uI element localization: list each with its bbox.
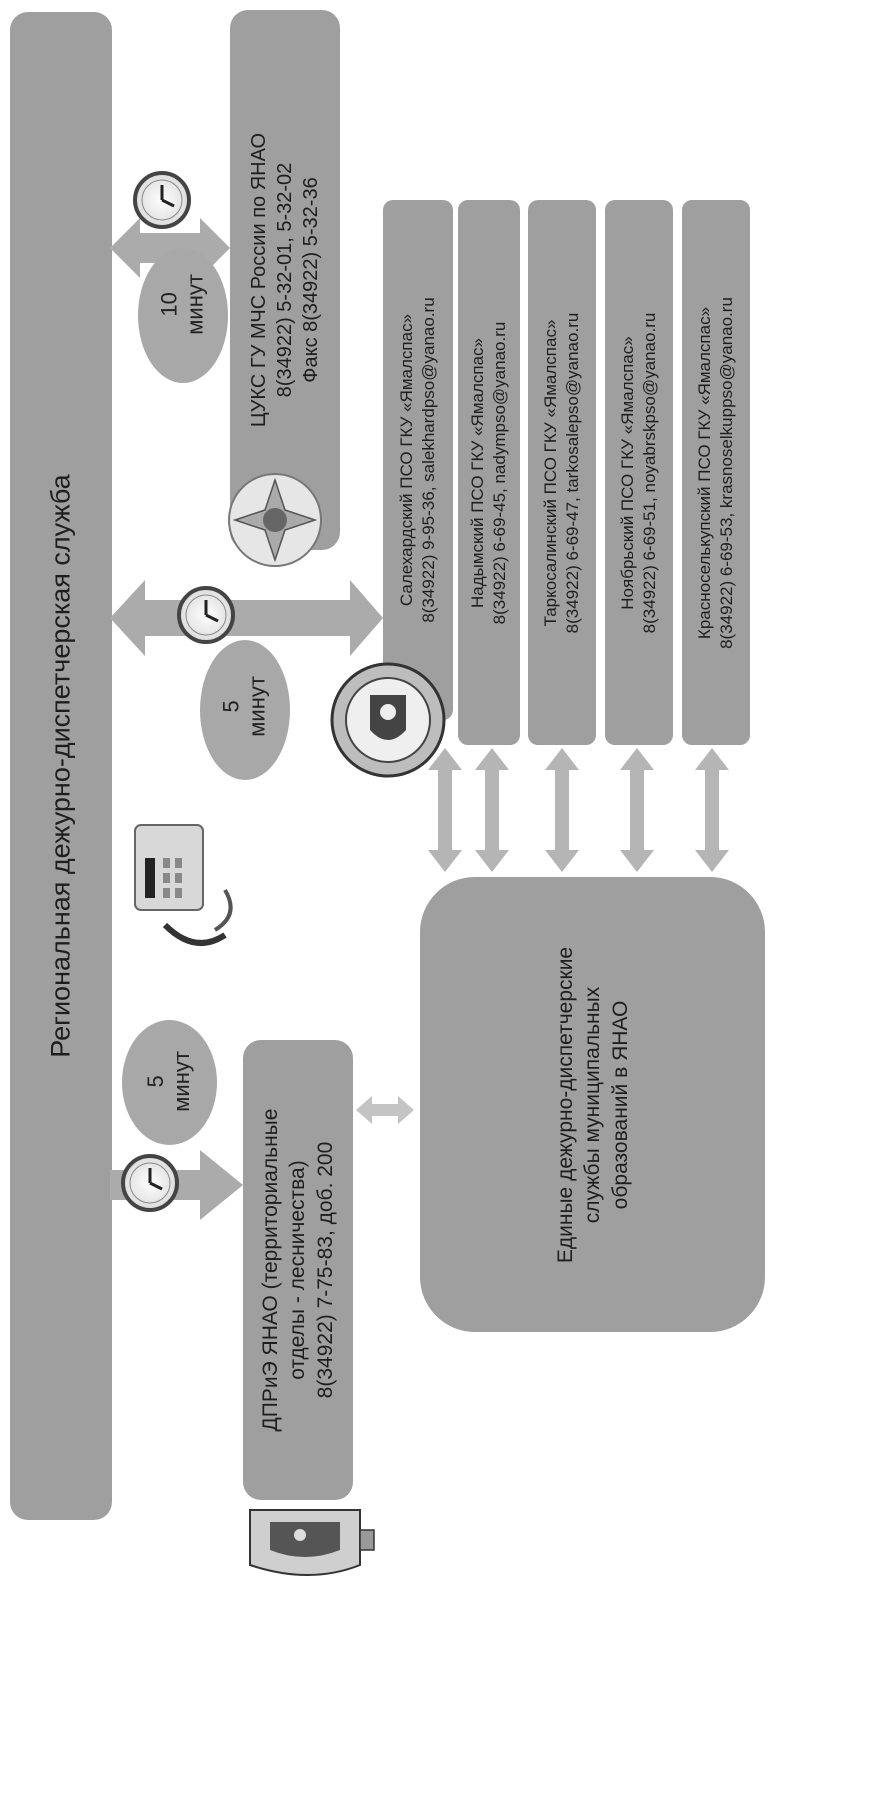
timer-value: 5 [218,700,244,713]
arrow-pso-edds [428,748,729,872]
arrow-dpriz-edds [356,1096,414,1124]
timer-oval [200,640,290,780]
pso-box-krasnoselkup: Красноселькупский ПСО ГКУ «Ямалспас» 8(3… [682,200,750,745]
timer-value: 5 [143,1075,169,1088]
pso-box-tarkosale: Таркосалинский ПСО ГКУ «Ямалспас» 8(3492… [528,200,596,745]
mchs-emblem-icon [228,473,322,567]
clock-icon [133,171,191,229]
timer-oval [138,248,228,383]
pso-box-nadym: Надымский ПСО ГКУ «Ямалспас» 8(34922) 6-… [458,200,520,745]
yamalspas-emblem-icon [330,662,446,778]
timer-value: 10 [156,292,182,317]
timer-unit: минут [183,274,208,335]
rdds-bar: Региональная дежурно-диспетчерская служб… [10,12,112,1520]
clock-icon [177,586,235,644]
arrow-rdds-pso [110,580,383,656]
phone-icon [134,824,233,946]
pso-box-salekhard: Салехардский ПСО ГКУ «Ямалспас» 8(34922)… [383,200,453,720]
clock-icon [121,1154,179,1212]
pso-box-noyabrsk: Ноябрьский ПСО ГКУ «Ямалспас» 8(34922) 6… [605,200,673,745]
coat-of-arms-icon [249,1509,375,1576]
edds-box: Единые дежурно-диспетчерские службы муни… [420,877,765,1332]
timer-oval [122,1020,217,1145]
timer-unit: минут [169,1051,195,1112]
dpriz-box: ДПРиЭ ЯНАО (территориальные отделы - лес… [243,1040,353,1500]
tsuks-box: ЦУКС ГУ МЧС России по ЯНАО 8(34922) 5-32… [230,10,340,550]
timer-unit: минут [245,676,270,737]
